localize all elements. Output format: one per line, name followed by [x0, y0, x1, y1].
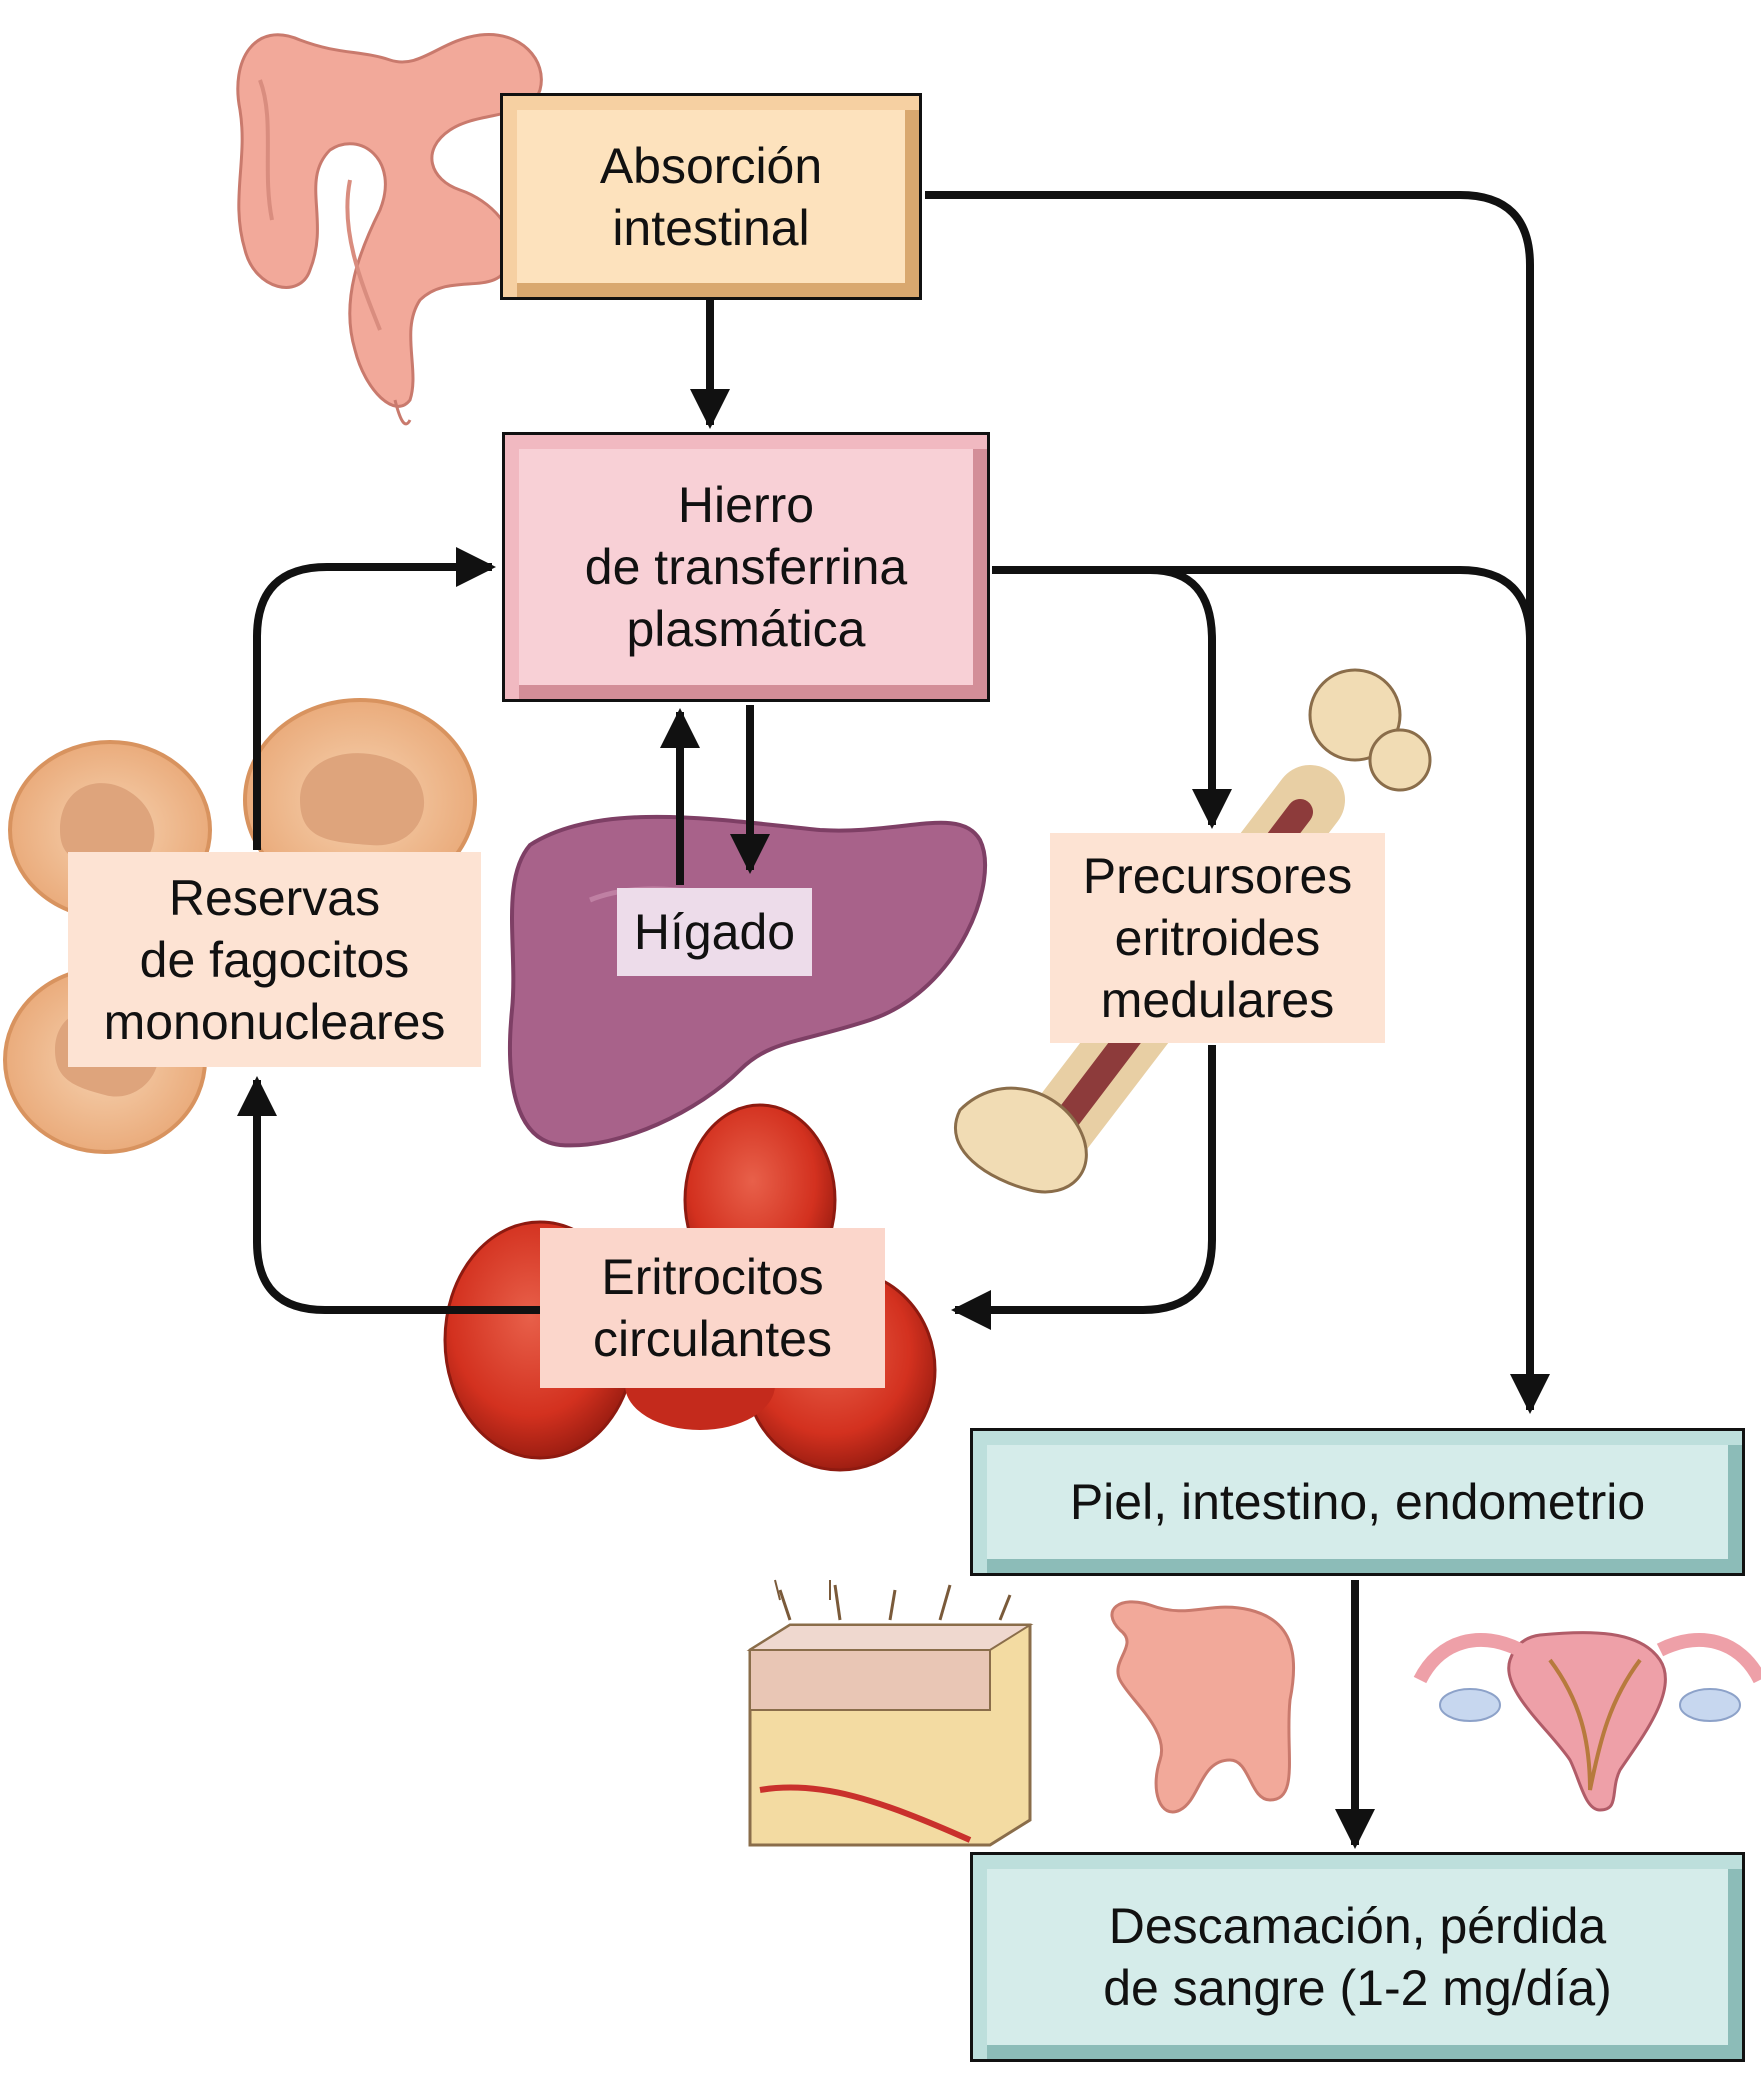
- uterus-illustration: [1413, 1631, 1761, 1812]
- arrow-absorcion-to-loss: [925, 191, 1550, 1414]
- node-reservas-fagocitos: Reservas de fagocitos mononucleares: [68, 852, 481, 1067]
- node-hierro-label: Hierro de transferrina plasmática: [584, 477, 908, 657]
- arrow-hierro-to-loss: [992, 566, 1534, 650]
- node-eritrocitos-label: Eritrocitos circulantes: [593, 1249, 832, 1367]
- node-piel-label: Piel, intestino, endometrio: [1069, 1474, 1646, 1530]
- arrow-reservas-to-hierro: [253, 547, 496, 850]
- arrow-eritrocitos-to-reservas: [237, 1076, 540, 1314]
- node-piel-intestino-endometrio: Piel, intestino, endometrio: [970, 1428, 1745, 1576]
- node-higado: Hígado: [617, 888, 812, 976]
- node-descamacion: Descamación, pérdida de sangre (1-2 mg/d…: [970, 1852, 1745, 2062]
- node-absorcion-label: Absorción intestinal: [599, 137, 823, 256]
- colon-illustration: [1110, 1600, 1296, 1814]
- arrows: [237, 191, 1550, 1849]
- node-absorcion-intestinal: Absorción intestinal: [500, 93, 922, 300]
- node-descamacion-label: Descamación, pérdida de sangre (1-2 mg/d…: [1103, 1898, 1612, 2016]
- node-higado-label: Hígado: [633, 904, 796, 960]
- large-intestine-illustration: [236, 32, 543, 426]
- node-hierro-transferrina: Hierro de transferrina plasmática: [502, 432, 990, 702]
- skin-illustration: [746, 1579, 1034, 1847]
- arrow-hierro-to-precursores: [1149, 566, 1232, 829]
- node-reservas-label: Reservas de fagocitos mononucleares: [103, 869, 446, 1050]
- arrow-precursores-to-eritrocitos: [951, 1045, 1216, 1330]
- node-precursores-label: Precursores eritroides medulares: [1082, 848, 1353, 1028]
- node-eritrocitos-circulantes: Eritrocitos circulantes: [540, 1228, 885, 1388]
- node-precursores-eritroides: Precursores eritroides medulares: [1050, 833, 1385, 1043]
